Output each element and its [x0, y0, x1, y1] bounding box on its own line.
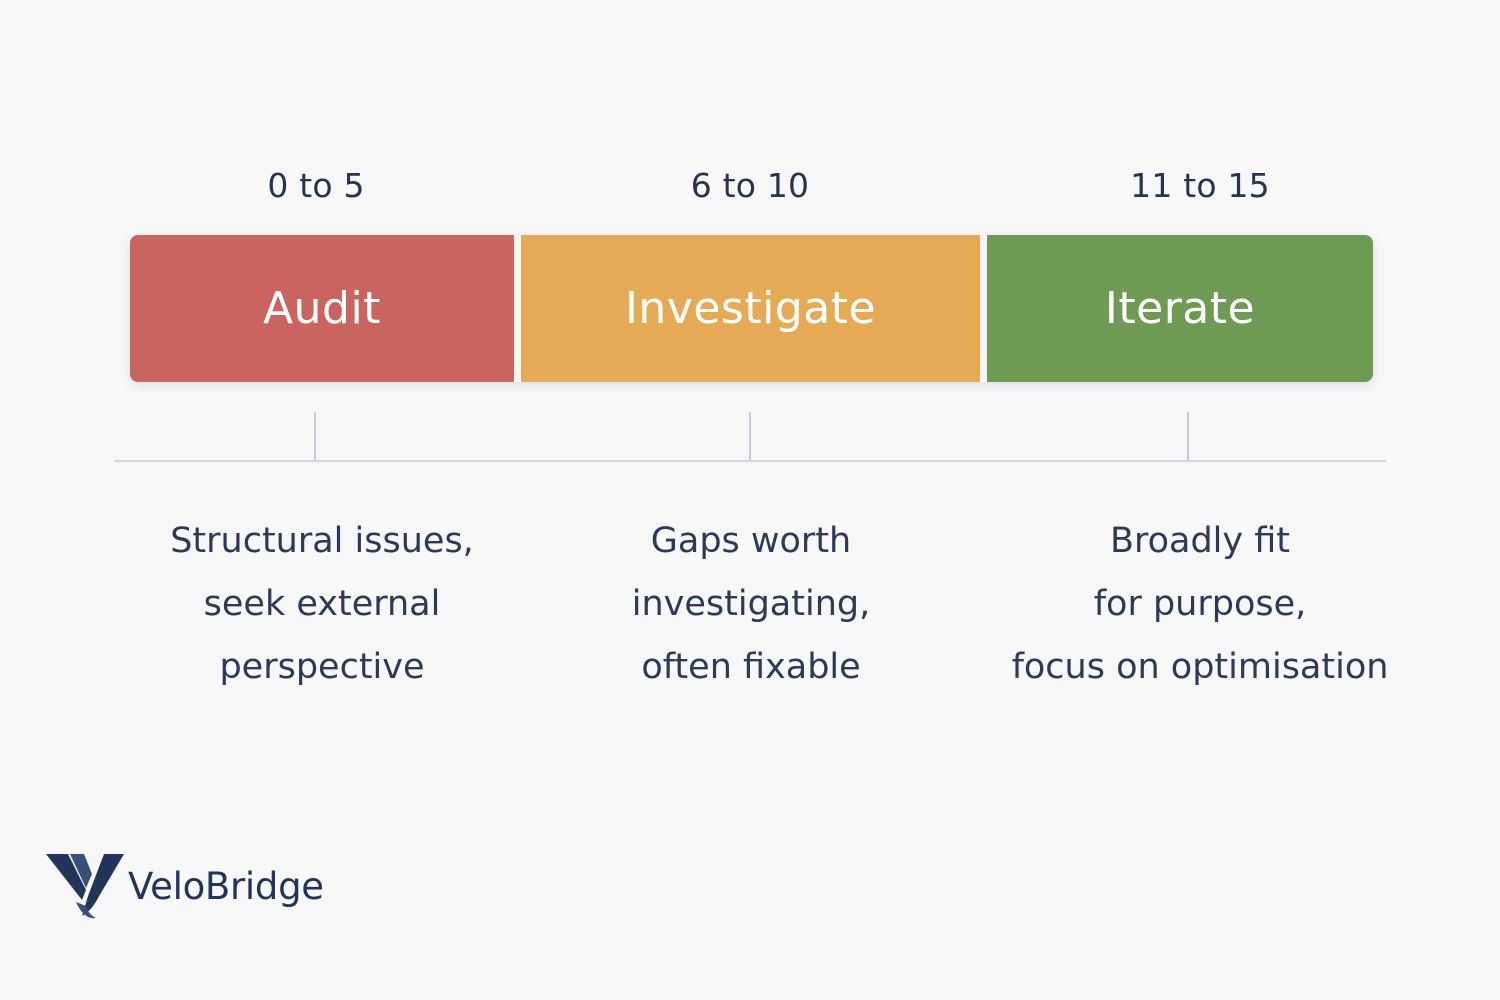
tick-investigate	[749, 412, 751, 460]
description-line: for purpose,	[1093, 584, 1307, 624]
brand-logo: VeloBridge	[46, 850, 324, 922]
description-line: investigating,	[631, 584, 871, 624]
description-line: often fixable	[641, 647, 861, 687]
description-line: focus on optimisation	[1011, 647, 1389, 687]
axis-line	[114, 460, 1386, 462]
description-line: seek external	[203, 584, 441, 624]
description-line: Gaps worth	[650, 521, 852, 561]
range-label-iterate: 11 to 15	[1130, 166, 1270, 205]
description-audit: Structural issues, seek external perspec…	[112, 510, 532, 699]
description-investigate: Gaps worth investigating, often fixable	[541, 510, 961, 699]
segment-iterate: Iterate	[987, 235, 1373, 382]
brand-name: VeloBridge	[128, 864, 324, 908]
velobridge-logo-icon	[46, 854, 124, 919]
description-line: Broadly fit	[1109, 521, 1291, 561]
description-line: perspective	[219, 647, 425, 687]
segment-investigate: Investigate	[521, 235, 980, 382]
range-label-audit: 0 to 5	[267, 166, 365, 205]
description-line: Structural issues,	[170, 521, 474, 561]
range-label-investigate: 6 to 10	[690, 166, 810, 205]
tick-iterate	[1187, 412, 1189, 460]
tick-audit	[314, 412, 316, 460]
segment-divider	[514, 235, 521, 382]
score-bar: Audit Investigate Iterate	[130, 235, 1373, 382]
segment-divider	[980, 235, 987, 382]
segment-audit: Audit	[130, 235, 514, 382]
description-iterate: Broadly fit for purpose, focus on optimi…	[990, 510, 1410, 699]
